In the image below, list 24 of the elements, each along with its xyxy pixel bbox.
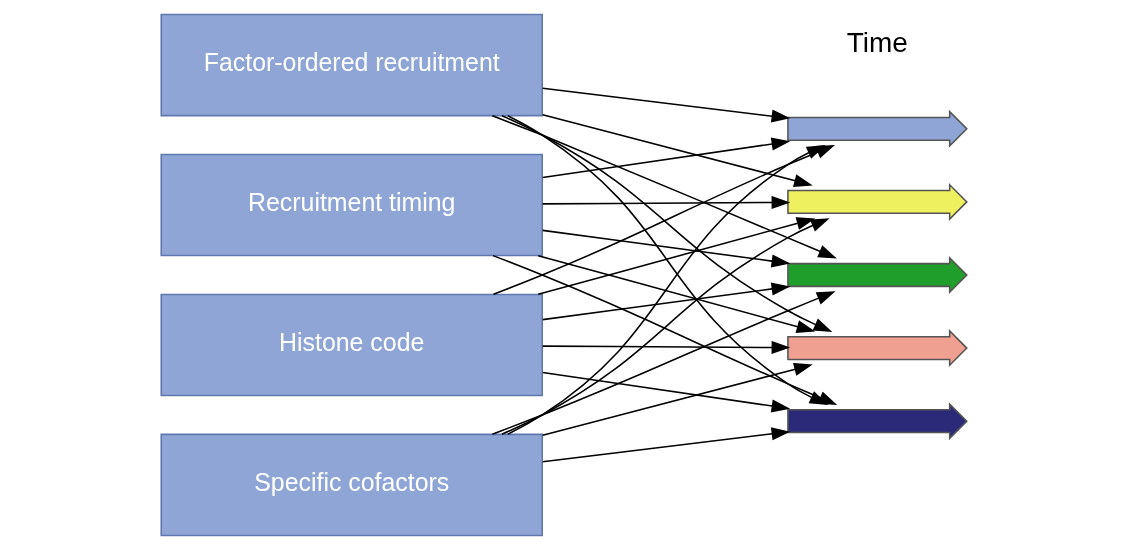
label: Time — [846, 26, 908, 58]
arrow — [541, 196, 791, 210]
arrow — [541, 427, 791, 463]
arrow — [541, 229, 791, 268]
node-box: Recruitment timing — [160, 153, 543, 257]
arrow — [541, 282, 791, 321]
arrow — [541, 340, 791, 354]
node-arrow — [787, 402, 968, 441]
node-arrow — [787, 256, 968, 294]
node-box: Histone code — [160, 293, 543, 397]
node-arrow — [787, 182, 968, 221]
node-arrow — [787, 109, 968, 148]
arrow — [541, 363, 813, 437]
arrow — [537, 217, 816, 296]
arrow — [541, 87, 791, 123]
arrow — [506, 145, 826, 436]
node-box: Specific cofactors — [160, 433, 543, 537]
arrow — [541, 113, 813, 187]
arrow — [541, 371, 791, 413]
arrow — [491, 291, 836, 436]
arrow — [541, 137, 791, 179]
arrow — [537, 254, 816, 333]
node-box: Factor-ordered recruitment — [160, 13, 543, 117]
node-arrow — [787, 329, 968, 368]
